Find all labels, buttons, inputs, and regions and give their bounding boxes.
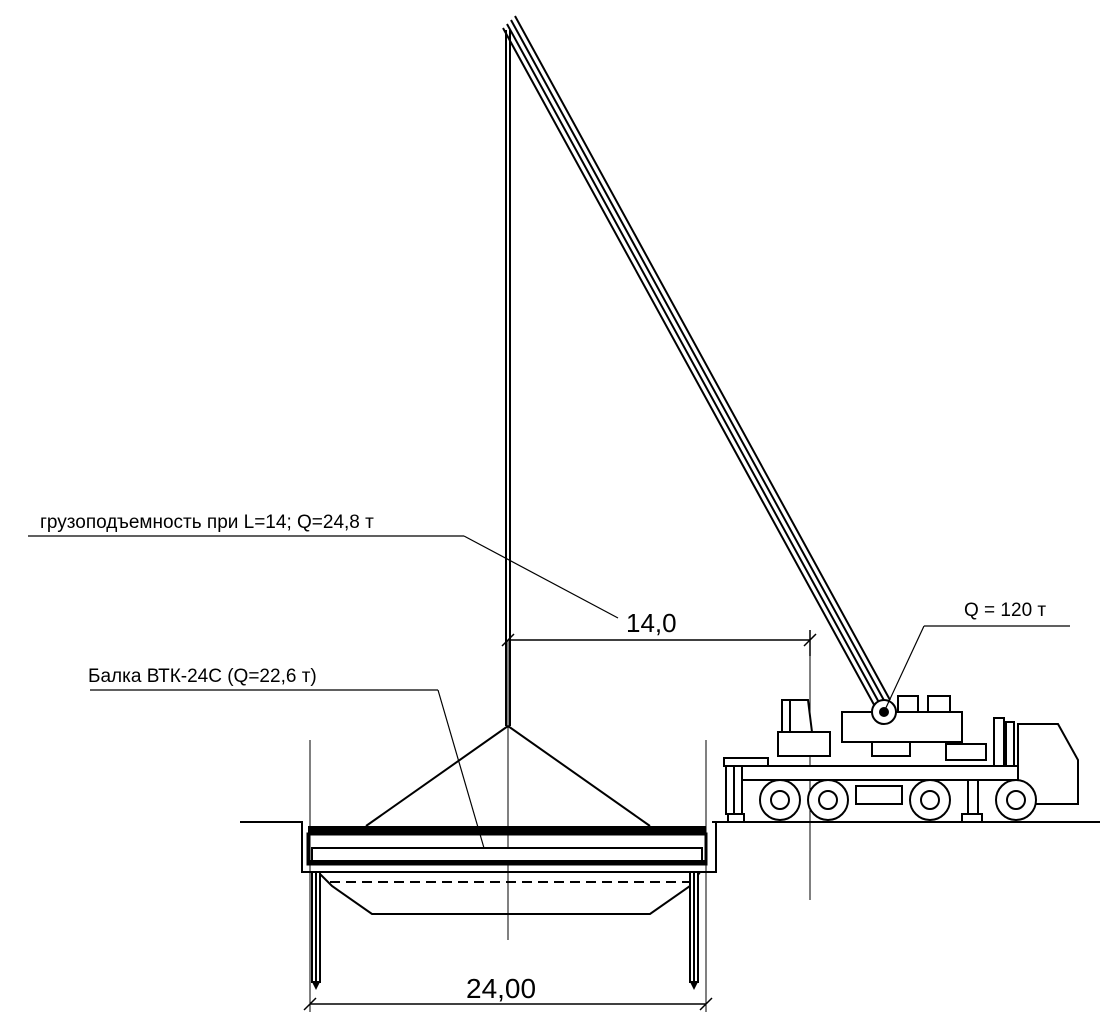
reach-dimension	[501, 630, 817, 656]
span-dimension	[303, 997, 713, 1011]
lifting-sling	[365, 724, 651, 827]
crane-boom	[502, 15, 891, 713]
left-pile	[311, 871, 321, 990]
right-pile	[689, 871, 699, 990]
span-dimension-label: 24,00	[466, 973, 536, 1004]
crane-capacity-label: Q = 120 т	[964, 600, 1046, 621]
beam-note: Балка ВТК-24С (Q=22,6 т)	[88, 666, 317, 687]
reach-dimension-label: 14,0	[626, 608, 677, 638]
crane-capacity-leader	[883, 625, 1070, 713]
mobile-crane-truck	[723, 695, 1079, 823]
beam-leader	[90, 689, 485, 849]
capacity-leader	[28, 535, 619, 619]
capacity-note: грузоподъемность при L=14; Q=24,8 т	[40, 512, 374, 533]
beam-vtk-24c	[296, 821, 717, 915]
hoist-rope	[505, 30, 511, 726]
